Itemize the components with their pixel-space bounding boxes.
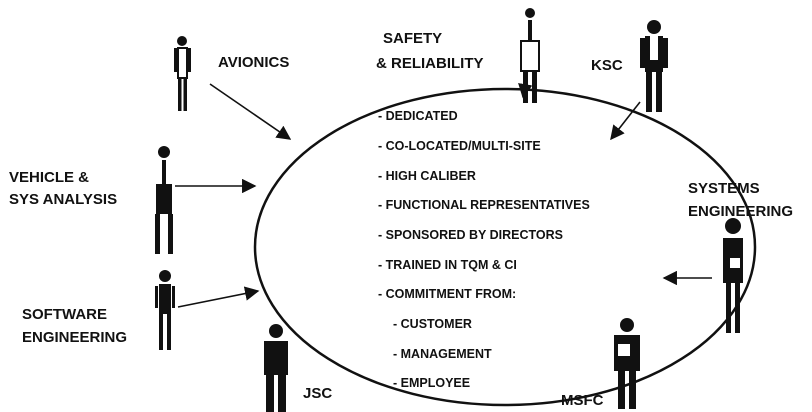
person-systems-icon [723, 218, 743, 333]
center-item-sponsored: - SPONSORED BY DIRECTORS [378, 228, 563, 242]
center-item-dedicated: - DEDICATED [378, 109, 458, 123]
person-avionics-icon [174, 36, 191, 111]
person-msfc-icon [614, 318, 640, 409]
center-item-trained: - TRAINED IN TQM & CI [378, 258, 517, 272]
label-vehicle-line1: VEHICLE & [9, 169, 89, 186]
person-vehicle-icon [155, 146, 173, 254]
person-jsc-icon [264, 324, 288, 412]
arrow-avionics [209, 83, 292, 140]
arrow-ksc [610, 101, 641, 141]
center-item-management: - MANAGEMENT [393, 347, 492, 361]
label-systems-line2: ENGINEERING [688, 203, 793, 220]
label-software-line2: ENGINEERING [22, 329, 127, 346]
label-jsc: JSC [303, 385, 332, 402]
center-item-high-caliber: - HIGH CALIBER [378, 169, 476, 183]
label-safety-line2: & RELIABILITY [376, 55, 484, 72]
center-item-employee: - EMPLOYEE [393, 376, 470, 390]
team-ellipse [253, 87, 757, 407]
center-item-customer: - CUSTOMER [393, 317, 472, 331]
person-ksc-icon [640, 20, 668, 112]
arrow-software [177, 286, 260, 308]
label-ksc: KSC [591, 57, 623, 74]
center-item-functional: - FUNCTIONAL REPRESENTATIVES [378, 198, 590, 212]
label-msfc: MSFC [561, 392, 604, 409]
label-avionics: AVIONICS [218, 54, 289, 71]
center-item-colocated: - CO-LOCATED/MULTI-SITE [378, 139, 541, 153]
person-safety-icon [520, 8, 540, 103]
label-safety-line1: SAFETY [383, 30, 442, 47]
label-systems-line1: SYSTEMS [688, 180, 760, 197]
label-software-line1: SOFTWARE [22, 306, 107, 323]
center-item-commitment: - COMMITMENT FROM: [378, 287, 516, 301]
label-vehicle-line2: SYS ANALYSIS [9, 191, 117, 208]
person-software-icon [155, 270, 175, 350]
